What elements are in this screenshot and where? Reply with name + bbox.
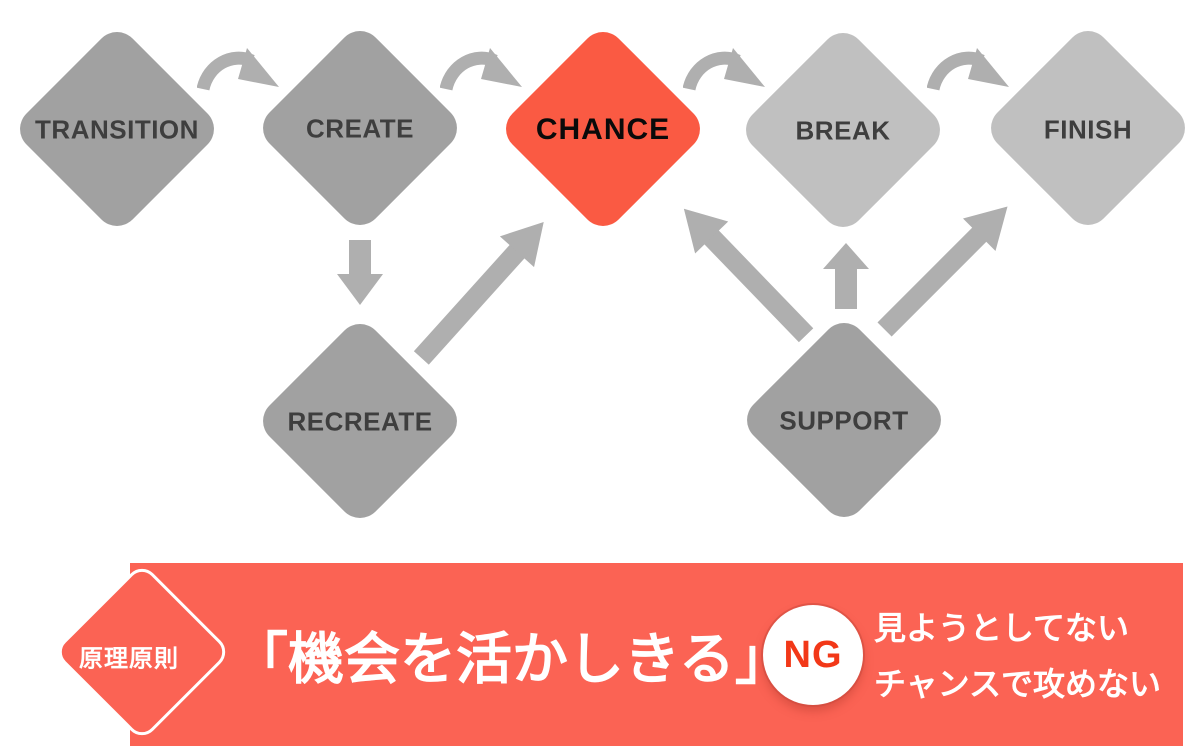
- node-recreate-label: RECREATE: [287, 406, 433, 437]
- node-create-label: CREATE: [306, 113, 414, 144]
- ng-points: 見ようとしてない チャンスで攻めない: [874, 600, 1161, 712]
- principle-tag-label: 原理原則: [79, 645, 179, 673]
- principle-banner: [130, 563, 1183, 746]
- arrow-support-to-finish: [877, 206, 1008, 337]
- arrow-transition-to-create: [197, 48, 279, 91]
- ng-badge: NG: [763, 605, 863, 705]
- arrow-create-to-chance: [440, 48, 522, 91]
- node-finish-label: FINISH: [1043, 114, 1133, 145]
- node-chance-label: CHANCE: [535, 113, 671, 146]
- ng-badge-label: NG: [783, 633, 843, 676]
- arrow-recreate-to-chance: [413, 222, 544, 365]
- arrow-create-to-recreate: [337, 240, 383, 305]
- arrow-support-to-break: [823, 243, 869, 309]
- arrow-support-to-chance: [683, 208, 814, 343]
- node-support-label: SUPPORT: [779, 405, 909, 436]
- arrow-chance-to-break: [683, 48, 765, 91]
- arrow-break-to-finish: [927, 48, 1009, 91]
- ng-point-line-1: 見ようとしてない: [874, 610, 1130, 646]
- node-break-label: BREAK: [795, 115, 891, 146]
- ng-point-line-2: チャンスで攻めない: [874, 666, 1162, 702]
- principle-headline: 「機会を活かしきる」: [232, 627, 791, 691]
- node-transition-label: TRANSITION: [35, 114, 199, 145]
